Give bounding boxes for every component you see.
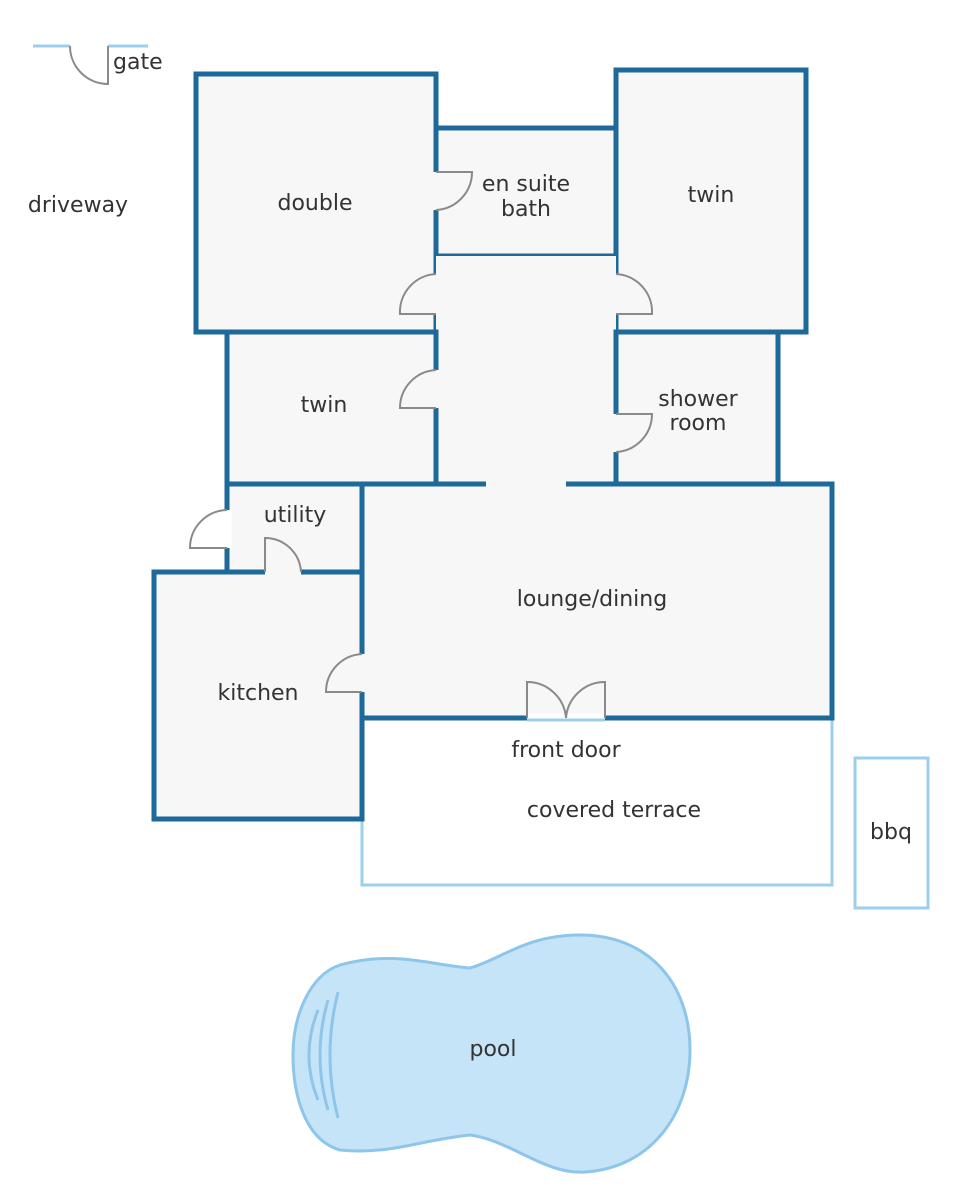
door-twin-mid-icon [398,369,437,409]
door-double-icon [398,273,437,315]
door-en-suite-icon [435,171,474,211]
door-utility-outer-icon [188,509,228,549]
shower-label-line1: shower [658,387,738,412]
gate-label: gate [113,50,163,75]
pool-steps-2 [318,999,330,1111]
pool-steps-1 [307,1009,320,1101]
driveway-label: driveway [28,193,128,218]
pool-label: pool [470,1037,517,1062]
pool-steps-3 [328,991,340,1119]
door-shower-icon [615,413,654,453]
twin-top-label: twin [688,183,735,208]
en-suite-label-line1: en suite [482,172,570,197]
room-shower [613,329,781,487]
double-label: double [278,191,353,216]
en-suite-label-line2: bath [501,197,551,222]
gate-swing-icon [69,45,109,86]
door-kitchen-lounge-icon [324,653,363,693]
utility-label: utility [264,503,327,528]
kitchen-label: kitchen [218,681,299,706]
shower-label-line2: room [670,411,727,436]
room-hallway [436,256,616,484]
lounge-dining-label: lounge/dining [517,587,667,612]
room-utility [224,481,365,575]
bbq-outline [853,756,930,910]
front-double-door-icon [526,680,606,722]
door-twin-top-icon [615,273,654,315]
bbq-label: bbq [870,820,912,845]
room-lounge-dining [359,481,835,721]
room-kitchen [151,569,365,822]
covered-terrace-label: covered terrace [527,798,701,823]
room-twin-top [613,67,809,335]
pool-shape [291,933,692,1174]
front-door-label: front door [511,738,621,763]
gate [33,44,148,86]
door-kitchen-utility-icon [264,536,302,573]
twin-middle-label: twin [301,393,348,418]
room-double [193,71,439,335]
